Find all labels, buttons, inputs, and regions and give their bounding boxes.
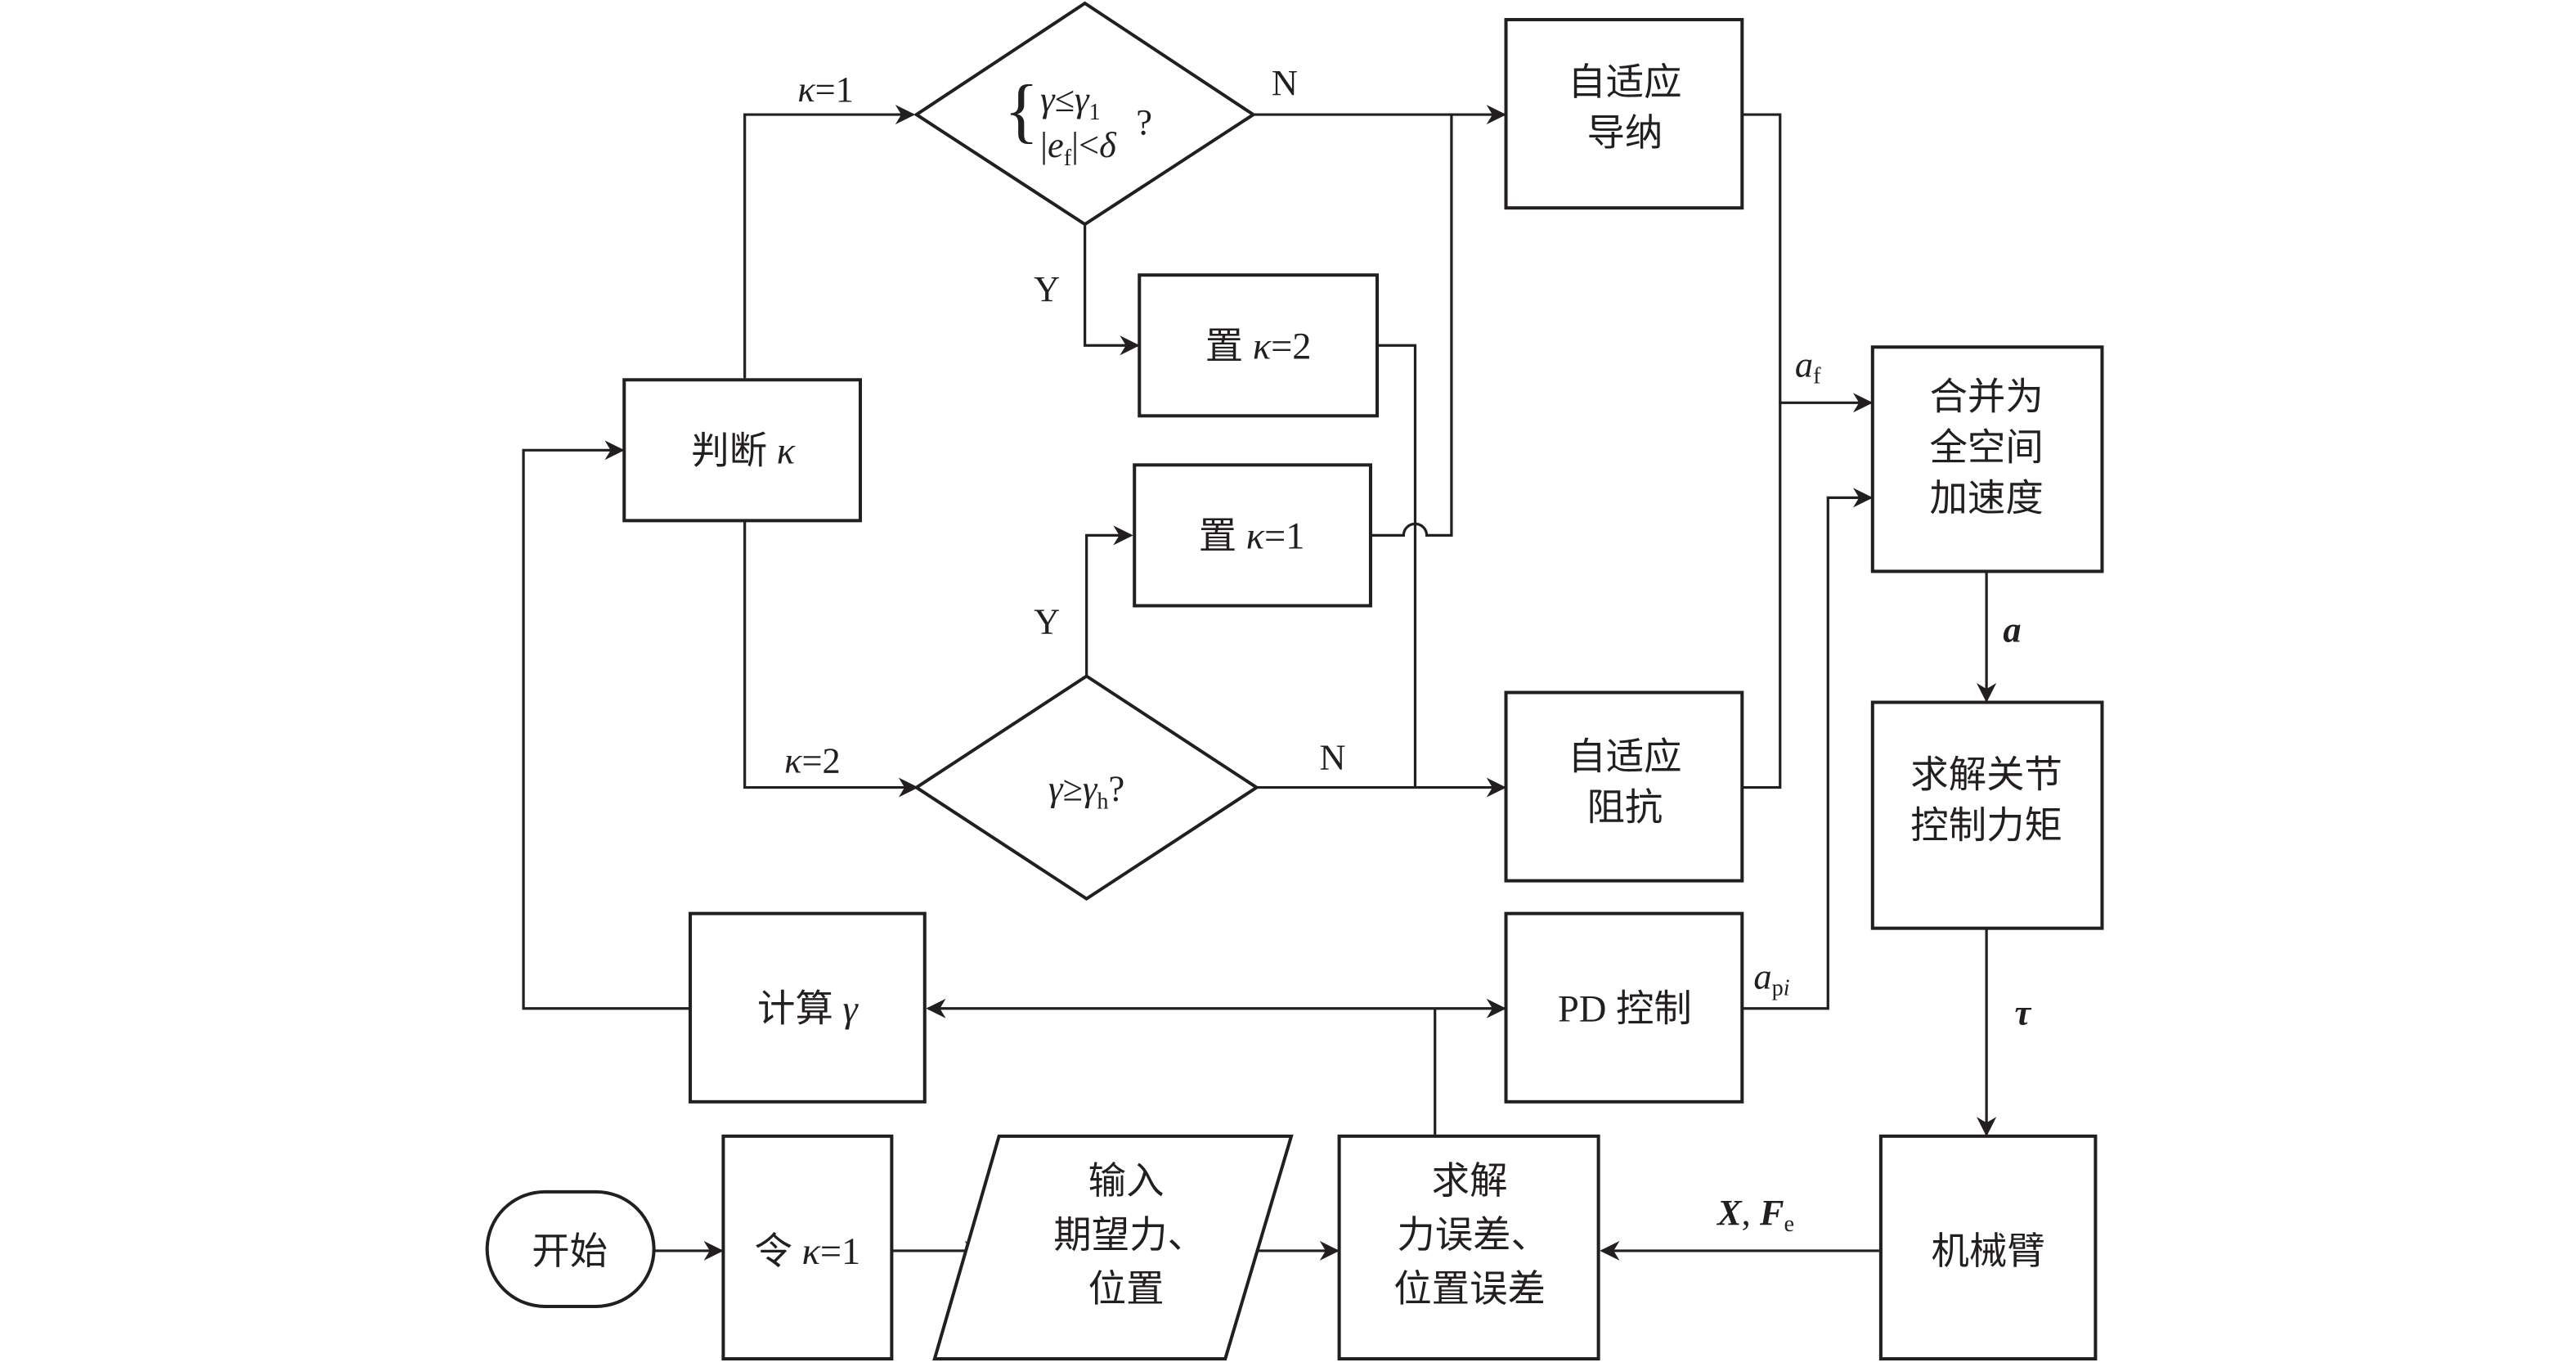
impedance-line-2: 阻抗 [1586,787,1663,829]
decision2-label: γ≥γh? [1048,769,1124,815]
node-input: 输入 期望力、 位置 [932,1134,1294,1360]
admittance-line-1: 自适应 [1568,61,1681,103]
input-parallelogram [932,1134,1294,1360]
node-joint-torque: 求解关节 控制力矩 [1870,700,2104,930]
edge-calc-judge [522,440,691,1010]
node-decision2: γ≥γh? [913,674,1260,902]
decision1-question: ? [1136,102,1152,142]
impedance-line-1: 自适应 [1568,736,1681,778]
node-judge-kappa: 判断 κ [622,378,863,523]
setk1-suffix: =1 [1264,515,1304,557]
label-d2-no: N [1319,738,1345,778]
node-admittance: 自适应 导纳 [1504,18,1744,210]
edge-labels: κ=1 κ=2 N Y N Y af api a τ X, Fe [784,63,2031,1237]
label-kappa-1: κ=1 [797,70,854,110]
decision1-line2: |ef|<δ [1040,125,1117,171]
solve-error-box [1337,1134,1600,1360]
edge-impedance-merge [1742,402,1782,789]
edge-admittance-merge [1742,113,1874,413]
admittance-box [1504,18,1744,210]
label-a: a [2003,610,2021,650]
node-merge: 合并为 全空间 加速度 [1870,345,2104,573]
set-k2-box [1138,273,1380,418]
node-set-k1: 置 κ=1 [1133,463,1372,608]
node-impedance: 自适应 阻抗 [1504,690,1744,883]
pd-box [1504,911,1744,1104]
merge-line-2: 全空间 [1929,427,2043,469]
node-set-k2: 置 κ=2 [1138,273,1380,418]
calc-var: γ [842,988,859,1030]
label-kappa-2: κ=2 [784,741,841,781]
edge-setk1-admittance [1370,115,1453,537]
init-suffix: =1 [820,1230,860,1272]
input-line-1: 输入 [1088,1160,1165,1202]
solve-error-line-2: 力误差、 [1397,1214,1549,1256]
edge-pd-merge [1742,488,1874,1010]
init-var: κ [802,1230,821,1272]
decision1-brace: { [1004,70,1039,151]
arm-label: 机械臂 [1932,1230,2045,1272]
setk2-prefix: 置 [1205,325,1253,366]
merge-box [1870,345,2104,573]
set-k1-label: 置 κ=1 [1199,515,1305,557]
merge-line-3: 加速度 [1929,478,2043,519]
arm-box [1878,1134,2098,1360]
init-prefix: 令 [755,1230,802,1272]
setk2-suffix: =2 [1271,325,1311,366]
edge-d2-setk1 [1085,525,1133,677]
node-decision1: { γ≤γ1 |ef|<δ ? [913,1,1257,227]
node-pd: PD 控制 [1504,911,1744,1104]
merge-line-1: 合并为 [1929,375,2043,417]
edge-setk2-impedance [1377,344,1417,788]
label-tau: τ [2014,993,2031,1033]
decision1-line1: γ≤γ1 [1040,79,1101,125]
admittance-line-2: 导纳 [1586,112,1663,154]
input-line-3: 位置 [1088,1268,1165,1310]
solve-error-line-3: 位置误差 [1393,1268,1546,1310]
init-kappa-label: 令 κ=1 [755,1230,861,1272]
joint-torque-box [1870,700,2104,930]
calc-gamma-label: 计算 γ [757,988,859,1030]
set-k2-label: 置 κ=2 [1205,325,1312,366]
label-d1-no: N [1272,63,1298,103]
judge-prefix: 判断 [691,430,776,472]
set-k1-box [1133,463,1372,608]
label-api: api [1753,957,1789,1001]
judge-kappa-label: 判断 κ [691,430,796,472]
node-arm: 机械臂 [1878,1134,2098,1360]
connectors [522,105,1997,1261]
node-init-kappa: 令 κ=1 [721,1134,894,1360]
joint-torque-line-1: 求解关节 [1910,754,2062,796]
input-line-2: 期望力、 [1053,1214,1205,1256]
setk2-var: κ [1253,325,1272,366]
joint-torque-line-2: 控制力矩 [1910,805,2062,847]
edge-judge-d1 [743,105,916,379]
pd-label: PD 控制 [1558,988,1692,1030]
label-d2-yes: Y [1034,602,1060,642]
label-x-fe: X, Fe [1716,1193,1794,1237]
edge-judge-d2 [743,520,919,798]
node-calc-gamma: 计算 γ [689,911,927,1104]
impedance-box [1504,690,1744,883]
solve-error-line-1: 求解 [1432,1160,1508,1202]
start-label: 开始 [532,1230,608,1272]
setk1-var: κ [1246,515,1265,557]
node-start: 开始 [485,1189,656,1308]
edge-d1-setk2 [1084,224,1140,356]
decision1-diamond [913,1,1257,227]
setk1-prefix: 置 [1199,515,1246,557]
calc-prefix: 计算 [757,988,842,1030]
decision2-diamond [913,674,1260,902]
judge-var: κ [777,430,796,472]
label-d1-yes: Y [1034,269,1060,309]
start-terminator [485,1189,656,1308]
node-solve-error: 求解 力误差、 位置误差 [1337,1134,1600,1360]
init-kappa-box [721,1134,894,1360]
calc-gamma-box [689,911,927,1104]
judge-kappa-box [622,378,863,523]
label-af: af [1795,344,1821,389]
